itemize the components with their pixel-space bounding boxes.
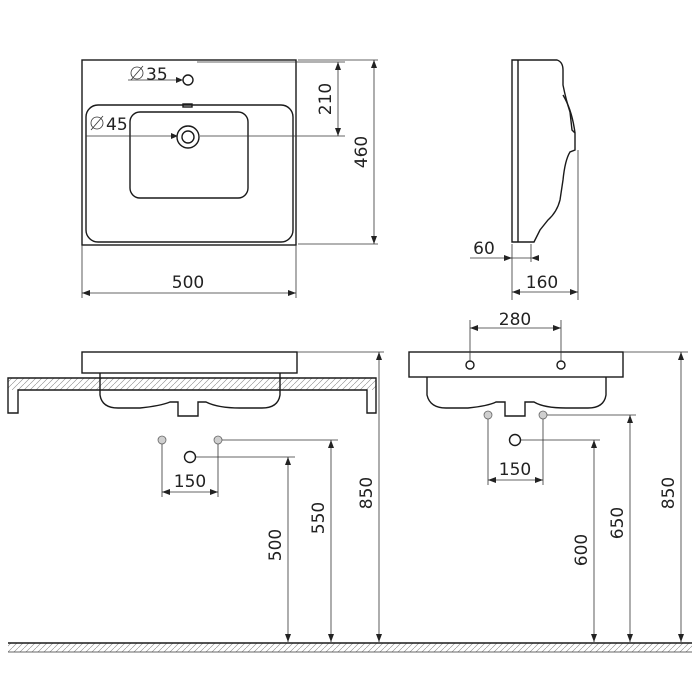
basin-outline <box>81 59 297 246</box>
top-view: 35 45 210 460 500 <box>81 59 378 298</box>
fixing-hole-left <box>465 360 475 370</box>
waste-hole-outer <box>176 125 200 149</box>
waste-pipe <box>183 450 197 464</box>
waste-pipe-r <box>508 433 522 447</box>
basin-top-right <box>408 351 624 378</box>
waste-height-label-right: 600 <box>572 534 592 566</box>
wall-offset-label: 60 <box>473 239 495 259</box>
supply-pipe-left <box>157 435 167 445</box>
diameter-symbol-35 <box>130 65 144 81</box>
front-view-right: 280 150 600 650 850 <box>408 310 688 642</box>
fixing-hole-right <box>556 360 566 370</box>
basin-inner-edge <box>85 104 294 243</box>
fixing-spacing-label: 280 <box>499 310 531 330</box>
side-depth-label: 160 <box>526 273 558 293</box>
tap-hole <box>182 74 194 86</box>
waste-hole-diameter-label: 45 <box>106 115 128 135</box>
basin-bowl-front-left <box>99 373 281 417</box>
tap-hole-diameter-label: 35 <box>146 65 168 85</box>
width-label: 500 <box>172 273 204 293</box>
side-view: 60 160 <box>470 59 579 300</box>
pipe-spacing-label-left: 150 <box>174 472 206 492</box>
floor-hatch <box>8 643 692 652</box>
pipe-spacing-label-right: 150 <box>499 460 531 480</box>
supply-height-label-left: 550 <box>309 502 329 534</box>
basin-top-left <box>81 351 298 374</box>
waste-height-label-left: 500 <box>266 529 286 561</box>
depth-label: 460 <box>352 136 372 168</box>
front-view-left: 150 500 550 850 <box>7 351 384 642</box>
supply-height-label-right: 650 <box>608 507 628 539</box>
counter-top <box>7 377 377 414</box>
tap-offset-label: 210 <box>316 83 336 115</box>
side-profile <box>511 59 576 243</box>
rim-height-label-left: 850 <box>357 477 377 509</box>
floor <box>8 642 692 653</box>
overflow-slot <box>182 103 193 108</box>
counter-hatch <box>8 378 376 390</box>
basin-bowl-front-right <box>426 377 607 417</box>
supply-pipe-right <box>213 435 223 445</box>
rim-height-label-right: 850 <box>659 477 679 509</box>
basin-bowl <box>129 111 249 199</box>
waste-hole-inner <box>181 130 195 144</box>
diameter-symbol-45 <box>90 115 104 131</box>
supply-pipe-left-r <box>483 410 493 420</box>
supply-pipe-right-r <box>538 410 548 420</box>
